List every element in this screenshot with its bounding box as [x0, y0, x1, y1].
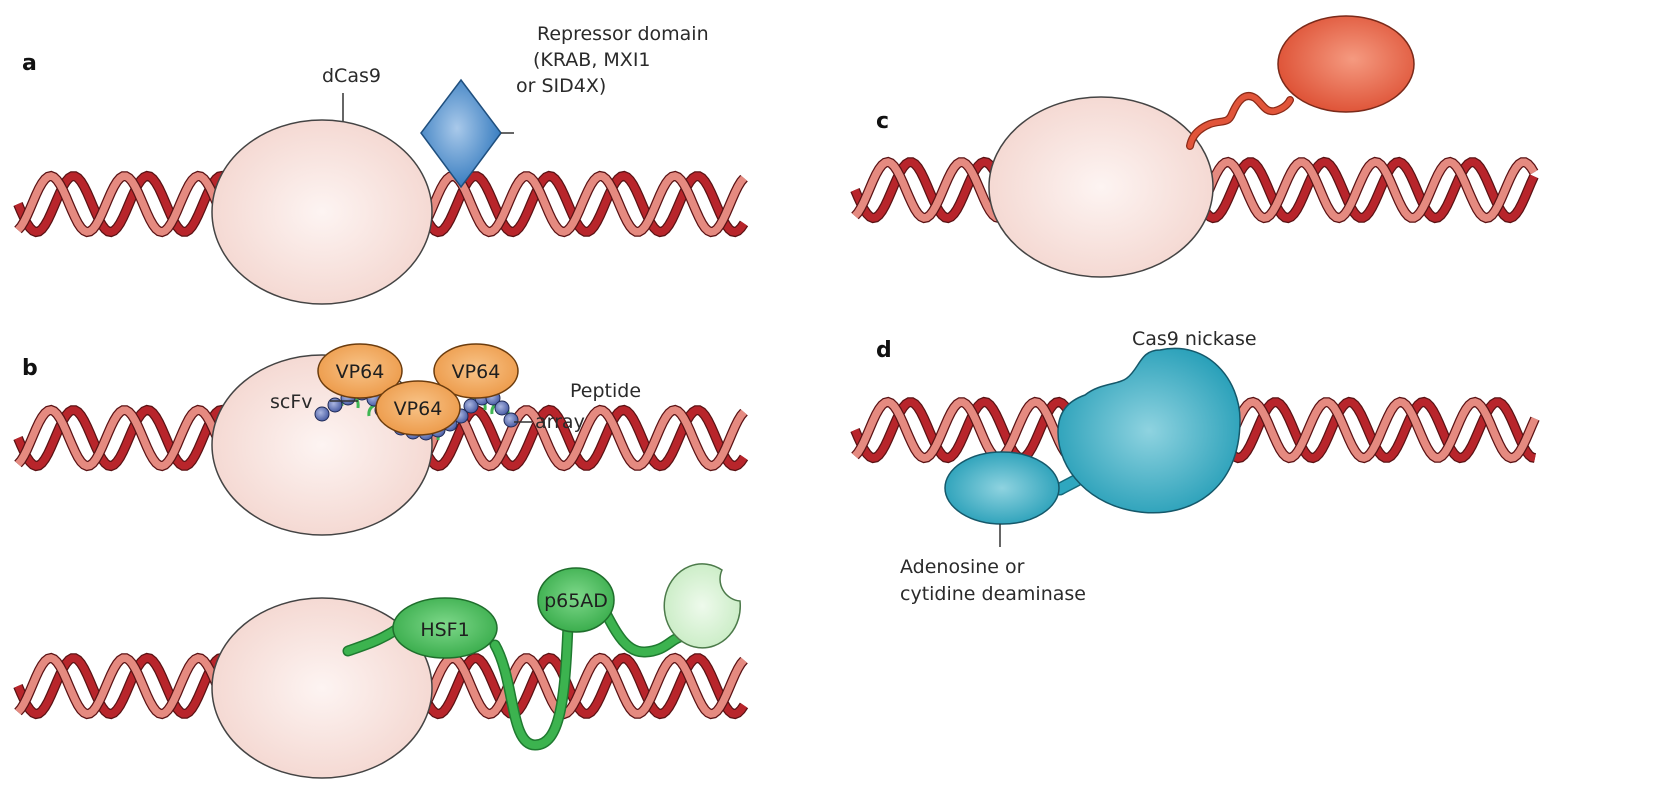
dna-helix: [1215, 396, 1540, 464]
dna-strand-light: [852, 398, 1093, 462]
dna-strand-light: [15, 172, 237, 236]
dna-strand-dark: [416, 172, 748, 236]
vp64-domain: [375, 380, 461, 436]
vp64-domain: [433, 343, 519, 399]
dna-strand-light: [1192, 158, 1538, 222]
dcas9-label: dCas9: [322, 65, 381, 87]
panel-b-suntag: b VP64 VP64 VP64 scFv Peptide array: [22, 343, 641, 536]
dna-helix: [13, 404, 239, 472]
dna-strand-light: [417, 406, 747, 470]
peptide-bead: [314, 406, 330, 422]
dcas9-protein: [988, 96, 1214, 278]
dna-strand-light: [852, 158, 1012, 222]
repressor-label-line-3: or SID4X): [516, 75, 606, 97]
peptide-label-line-2: array: [535, 411, 585, 433]
dna-strand-light: [1217, 398, 1539, 462]
dna-layer: [13, 156, 1540, 720]
vp64-label: VP64: [452, 361, 501, 383]
dna-strand-light: [15, 654, 237, 718]
dna-strand-dark: [851, 158, 1012, 222]
scfv-label: scFv: [270, 391, 313, 413]
p65ad-domain: [537, 567, 615, 633]
hsf1-domain: [392, 597, 498, 659]
flexible-linker: [1187, 93, 1293, 149]
dna-strand-dark: [14, 654, 238, 718]
repressor-label-line-1: Repressor domain: [537, 23, 709, 45]
peptide-bead: [503, 412, 519, 428]
dna-strand-dark: [1191, 158, 1538, 222]
repressor-label-line-2: (KRAB, MXI1: [533, 49, 651, 71]
cas9-nickase: [1057, 347, 1241, 514]
dna-strand-dark: [416, 654, 748, 718]
peptide-bead: [494, 400, 510, 416]
panel-b-sam: HSF1 p65AD: [211, 563, 742, 779]
panel-letter-a: a: [22, 51, 37, 76]
dna-helix: [1190, 156, 1539, 224]
dna-strand-dark: [14, 406, 238, 470]
dna-helix: [13, 652, 239, 720]
peptide-bead: [463, 398, 479, 414]
dna-strand-light: [417, 654, 747, 718]
p65ad-label: p65AD: [544, 590, 608, 612]
panel-d: d Cas9 nickase Adenosine or cytidine dea…: [876, 328, 1257, 605]
panel-letter-b: b: [22, 356, 38, 381]
panel-letter-d: d: [876, 338, 892, 363]
repressor-domain: [420, 78, 502, 189]
panel-c: c: [876, 15, 1415, 278]
dna-helix: [13, 170, 239, 238]
peptide-bead: [327, 397, 343, 413]
ms2-coat-protein: [663, 563, 742, 649]
deaminase-domain: [944, 451, 1060, 525]
vp64-label: VP64: [394, 398, 443, 420]
vp64-label: VP64: [336, 361, 385, 383]
dcas9-protein: [211, 119, 433, 305]
panel-a: a dCas9 Repressor domain (KRAB, MXI1 or …: [22, 23, 709, 305]
dna-strand-light: [15, 406, 237, 470]
panel-letter-c: c: [876, 109, 889, 134]
hsf1-label: HSF1: [420, 619, 469, 641]
ms2-loop-linker: [491, 621, 572, 750]
dna-strand-dark: [14, 172, 238, 236]
cas9-nickase-label: Cas9 nickase: [1132, 328, 1257, 350]
dna-strand-light: [417, 172, 747, 236]
effector-domain: [1277, 15, 1415, 113]
vp64-domain: [317, 343, 403, 399]
peptide-label-line-1: Peptide: [570, 380, 641, 402]
dna-helix: [415, 652, 749, 720]
dna-helix: [850, 156, 1013, 224]
dna-helix: [415, 170, 749, 238]
p65-linker: [598, 602, 684, 656]
deaminase-label-line-1: Adenosine or: [900, 556, 1025, 578]
deaminase-label-line-2: cytidine deaminase: [900, 583, 1086, 605]
dna-helix: [850, 396, 1094, 464]
